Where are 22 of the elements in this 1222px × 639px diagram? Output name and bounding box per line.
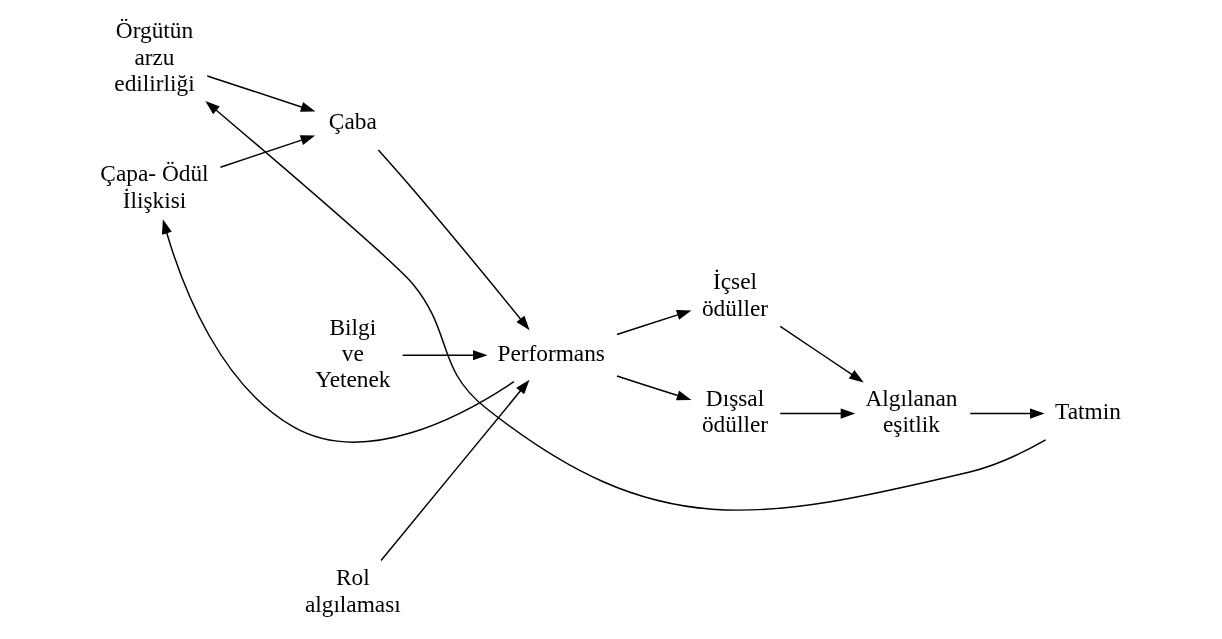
node-text: Performans bbox=[497, 339, 605, 366]
node-text: Bilgi ve Yetenek bbox=[315, 313, 391, 393]
arrow bbox=[377, 149, 530, 331]
node-text: Tatmin bbox=[1055, 398, 1121, 425]
node-text: Dışsal ödüller bbox=[701, 384, 769, 438]
arrow bbox=[206, 75, 316, 112]
node-text: Örgütün arzu edilirliği bbox=[114, 17, 195, 96]
node-text: İçsel ödüller bbox=[701, 268, 769, 321]
arrow bbox=[380, 379, 530, 562]
arrow bbox=[401, 350, 488, 361]
node-text: Çapa- Ödül İlişkisi bbox=[100, 160, 209, 213]
arrow bbox=[616, 310, 692, 336]
arrow bbox=[616, 375, 692, 401]
arrow bbox=[219, 135, 316, 168]
arrow bbox=[969, 408, 1045, 419]
node-text: Rol algılaması bbox=[304, 564, 401, 617]
arrow bbox=[205, 100, 1047, 511]
arrow bbox=[161, 219, 515, 443]
arrow bbox=[779, 408, 856, 419]
node-text: Çaba bbox=[328, 107, 377, 134]
arrow bbox=[779, 325, 864, 383]
node-text: Algılanan eşitlik bbox=[865, 384, 958, 438]
